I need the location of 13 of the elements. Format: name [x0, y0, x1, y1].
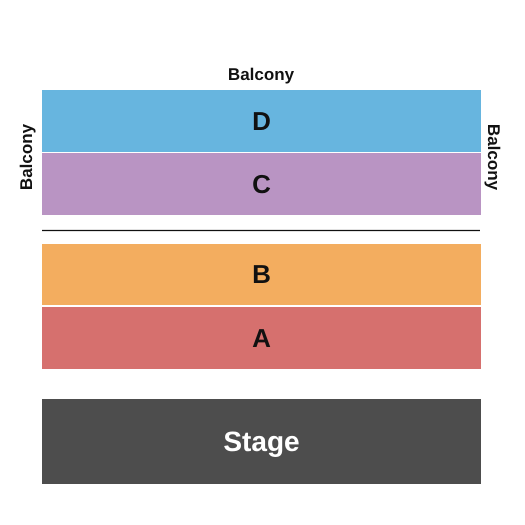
section-label: D	[252, 106, 271, 136]
balcony-label: Balcony	[17, 124, 37, 190]
seating-section	[42, 153, 481, 215]
seating-section	[42, 90, 481, 152]
seating-section	[42, 244, 481, 305]
stage-label: Stage	[223, 426, 300, 458]
section-label: A	[252, 322, 271, 354]
balcony-label: Balcony	[228, 65, 294, 85]
seating-section	[42, 307, 481, 369]
balcony-label: Balcony	[483, 124, 503, 190]
section-label: B	[252, 259, 271, 290]
section-label: C	[252, 168, 271, 200]
stage-block	[42, 399, 481, 484]
